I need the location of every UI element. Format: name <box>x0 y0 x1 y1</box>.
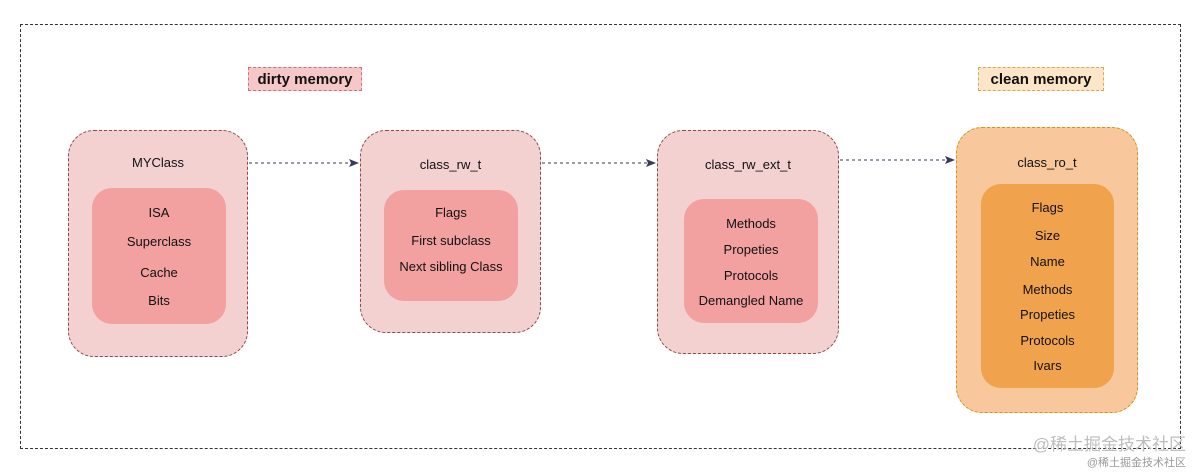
myclass-box: MYClass ISA Superclass Cache Bits <box>68 130 248 357</box>
field-methods: Methods <box>726 216 776 231</box>
class-rw-t-box: class_rw_t Flags First subclass Next sib… <box>360 130 541 333</box>
class-rw-ext-t-box: class_rw_ext_t Methods Propeties Protoco… <box>657 130 839 354</box>
myclass-title: MYClass <box>131 155 184 170</box>
field-ivars: Ivars <box>1033 358 1062 373</box>
class-rw-ext-t-title: class_rw_ext_t <box>705 157 791 172</box>
field-bits: Bits <box>148 293 170 308</box>
dirty-memory-label: dirty memory <box>248 67 362 91</box>
class-rw-t-fields: Flags First subclass Next sibling Class <box>384 190 518 301</box>
diagram-frame <box>20 24 1181 449</box>
myclass-fields: ISA Superclass Cache Bits <box>92 188 226 324</box>
field-flags: Flags <box>1031 200 1064 215</box>
field-name: Name <box>1030 254 1065 269</box>
class-rw-t-title: class_rw_t <box>419 157 482 172</box>
watermark: @稀土掘金技术社区 @稀土掘金技术社区 <box>1033 436 1186 472</box>
field-next-sibling-class: Next sibling Class <box>399 259 503 274</box>
class-ro-t-fields: Flags Size Name Methods Propeties Protoc… <box>981 184 1114 388</box>
class-ro-t-box: class_ro_t Flags Size Name Methods Prope… <box>956 127 1138 413</box>
class-rw-ext-t-fields: Methods Propeties Protocols Demangled Na… <box>684 199 818 323</box>
class-ro-t-title: class_ro_t <box>1017 155 1077 170</box>
field-superclass: Superclass <box>126 234 192 249</box>
field-size: Size <box>1034 228 1061 243</box>
field-first-subclass: First subclass <box>411 233 491 248</box>
clean-memory-label: clean memory <box>978 67 1104 91</box>
field-flags: Flags <box>435 205 467 220</box>
field-protocols: Protocols <box>1020 333 1075 348</box>
field-isa: ISA <box>148 205 170 220</box>
field-methods: Methods <box>1022 282 1073 297</box>
field-propeties: Propeties <box>723 242 779 257</box>
watermark-line2: @稀土掘金技术社区 <box>1086 457 1186 469</box>
field-propeties: Propeties <box>1020 307 1075 322</box>
field-demangled-name: Demangled Name <box>698 293 804 308</box>
field-protocols: Protocols <box>723 268 779 283</box>
watermark-line1: @稀土掘金技术社区 <box>1032 435 1186 454</box>
field-cache: Cache <box>140 265 178 280</box>
